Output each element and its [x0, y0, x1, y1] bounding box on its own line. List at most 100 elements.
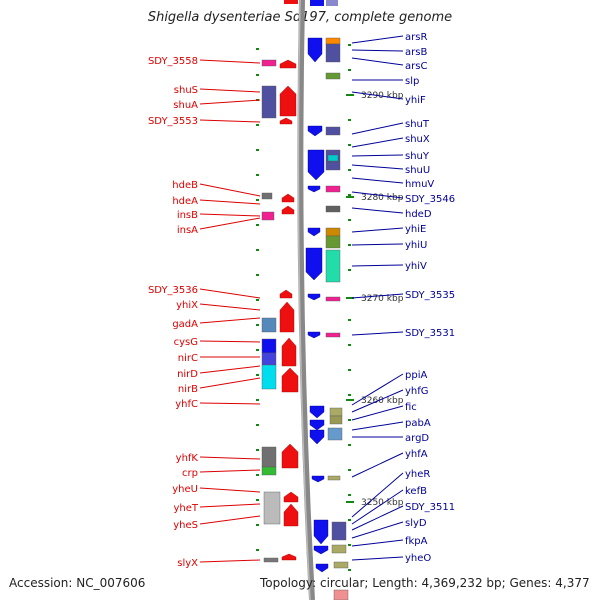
gene-label-insA[interactable]: insA: [177, 225, 198, 236]
gene-box-right[interactable]: [325, 37, 341, 45]
gene-label-yheO[interactable]: yheO: [405, 553, 431, 564]
gene-label-crp[interactable]: crp: [182, 468, 198, 479]
strand-arrow-down[interactable]: [307, 293, 321, 301]
gene-box-left[interactable]: [261, 192, 273, 200]
strand-arrow-up[interactable]: [284, 0, 298, 4]
strand-arrow-down[interactable]: [307, 37, 323, 63]
gene-box-right[interactable]: [325, 161, 341, 171]
gene-label-shuS[interactable]: shuS: [174, 85, 198, 96]
gene-label-slp[interactable]: slp: [405, 76, 419, 87]
gene-label-SDY_3553[interactable]: SDY_3553: [148, 116, 198, 127]
strand-arrow-up[interactable]: [283, 503, 299, 527]
gene-label-nirB[interactable]: nirB: [178, 384, 198, 395]
strand-arrow-up[interactable]: [283, 491, 299, 503]
gene-box-left[interactable]: [261, 211, 275, 221]
strand-arrow-down[interactable]: [309, 429, 325, 445]
gene-label-pabA[interactable]: pabA: [405, 418, 431, 429]
gene-box-left[interactable]: [261, 59, 277, 67]
gene-box-right[interactable]: [325, 227, 341, 237]
strand-arrow-up[interactable]: [279, 289, 293, 299]
gene-label-nirD[interactable]: nirD: [177, 369, 198, 380]
gene-label-yhiV[interactable]: yhiV: [405, 261, 427, 272]
gene-label-yhfG[interactable]: yhfG: [405, 386, 429, 397]
gene-box-left[interactable]: [263, 491, 281, 525]
strand-arrow-down[interactable]: [307, 125, 323, 137]
gene-label-SDY_3546[interactable]: SDY_3546: [405, 194, 455, 205]
gene-box-left[interactable]: [261, 466, 277, 476]
gene-box-left[interactable]: [261, 338, 277, 354]
gene-box-right[interactable]: [325, 296, 341, 302]
gene-box-left[interactable]: [261, 317, 277, 333]
gene-label-SDY_3536[interactable]: SDY_3536: [148, 285, 198, 296]
strand-arrow-down[interactable]: [309, 419, 325, 431]
strand-arrow-down[interactable]: [313, 519, 329, 545]
gene-box-right[interactable]: [327, 427, 343, 441]
strand-arrow-up[interactable]: [281, 337, 297, 367]
gene-label-hdeB[interactable]: hdeB: [172, 180, 198, 191]
gene-box-right[interactable]: [326, 0, 338, 6]
strand-arrow-up[interactable]: [281, 553, 297, 561]
gene-label-SDY_3531[interactable]: SDY_3531: [405, 328, 455, 339]
gene-label-gadA[interactable]: gadA: [172, 319, 198, 330]
gene-box-right[interactable]: [325, 235, 341, 249]
gene-label-slyX[interactable]: slyX: [177, 558, 198, 569]
gene-label-yhfK[interactable]: yhfK: [176, 453, 199, 464]
gene-label-SDY_3535[interactable]: SDY_3535: [405, 290, 455, 301]
strand-arrow-down[interactable]: [307, 149, 325, 181]
gene-label-hdeA[interactable]: hdeA: [172, 196, 198, 207]
gene-label-fic[interactable]: fic: [405, 402, 417, 413]
gene-label-nirC[interactable]: nirC: [178, 353, 198, 364]
gene-box-left[interactable]: [261, 446, 277, 468]
gene-label-slyD[interactable]: slyD: [405, 518, 427, 529]
gene-label-yhiF[interactable]: yhiF: [405, 95, 426, 106]
gene-label-shuT[interactable]: shuT: [405, 119, 430, 130]
gene-label-SDY_3558[interactable]: SDY_3558: [148, 56, 198, 67]
gene-box-right[interactable]: [325, 185, 341, 193]
gene-label-hmuV[interactable]: hmuV: [405, 179, 434, 190]
gene-box-right[interactable]: [325, 332, 341, 338]
gene-label-yhfA[interactable]: yhfA: [405, 449, 428, 460]
gene-label-yheU[interactable]: yheU: [172, 484, 198, 495]
gene-label-kefB[interactable]: kefB: [405, 486, 427, 497]
gene-label-arsB[interactable]: arsB: [405, 47, 427, 58]
gene-box-right[interactable]: [327, 154, 339, 162]
gene-label-yhfC[interactable]: yhfC: [175, 399, 198, 410]
strand-arrow-up[interactable]: [279, 117, 293, 125]
gene-label-cysG[interactable]: cysG: [174, 337, 198, 348]
gene-label-yheS[interactable]: yheS: [173, 520, 198, 531]
gene-label-shuU[interactable]: shuU: [405, 165, 430, 176]
gene-label-hdeD[interactable]: hdeD: [405, 209, 432, 220]
gene-label-shuX[interactable]: shuX: [405, 134, 430, 145]
gene-label-insB[interactable]: insB: [177, 210, 198, 221]
strand-arrow-up[interactable]: [279, 301, 295, 333]
gene-label-yheT[interactable]: yheT: [173, 503, 198, 514]
strand-arrow-up[interactable]: [281, 205, 295, 215]
gene-box-left[interactable]: [261, 364, 277, 390]
gene-label-shuA[interactable]: shuA: [173, 100, 198, 111]
gene-box-right[interactable]: [329, 407, 343, 417]
gene-box-right[interactable]: [331, 544, 347, 554]
gene-label-argD[interactable]: argD: [405, 433, 429, 444]
gene-box-right[interactable]: [325, 43, 341, 63]
strand-arrow-down[interactable]: [310, 0, 324, 6]
strand-arrow-up[interactable]: [279, 85, 297, 117]
gene-label-yheR[interactable]: yheR: [405, 469, 430, 480]
gene-label-yhiU[interactable]: yhiU: [405, 240, 427, 251]
gene-box-left[interactable]: [263, 557, 279, 563]
gene-box-right[interactable]: [325, 249, 341, 283]
strand-arrow-up[interactable]: [281, 193, 295, 203]
strand-arrow-down[interactable]: [307, 185, 321, 193]
strand-arrow-down[interactable]: [315, 563, 329, 573]
gene-box-right[interactable]: [333, 561, 349, 569]
strand-arrow-down[interactable]: [309, 405, 325, 419]
gene-label-yhiX[interactable]: yhiX: [176, 300, 198, 311]
gene-box-right[interactable]: [325, 72, 341, 80]
gene-label-arsC[interactable]: arsC: [405, 61, 427, 72]
gene-box-right[interactable]: [327, 475, 341, 481]
strand-arrow-up[interactable]: [281, 443, 299, 469]
strand-arrow-down[interactable]: [307, 227, 321, 237]
gene-label-SDY_3511[interactable]: SDY_3511: [405, 502, 455, 513]
strand-arrow-down[interactable]: [313, 545, 329, 555]
gene-label-ppiA[interactable]: ppiA: [405, 370, 427, 381]
gene-box-right[interactable]: [325, 126, 341, 136]
